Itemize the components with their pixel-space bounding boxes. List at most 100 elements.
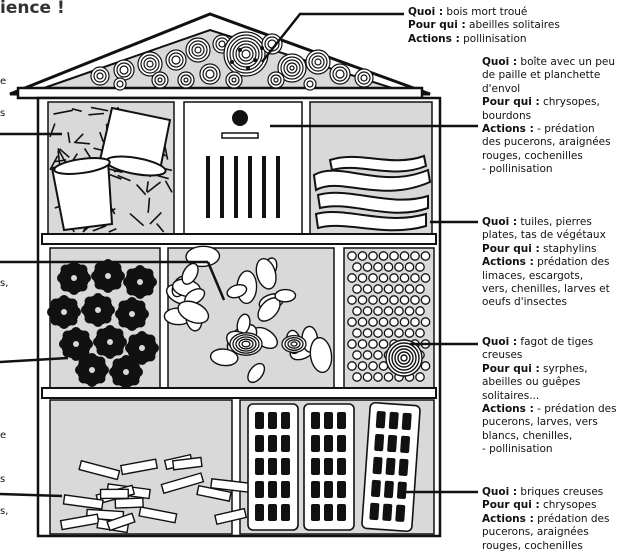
annotation-tiles: Quoi : tuiles, pierresplates, tas de vég… bbox=[482, 216, 610, 310]
annotation-text: boîte avec un peu bbox=[517, 56, 615, 68]
annotation-line: Pour qui : syrphes, bbox=[482, 363, 617, 376]
annotation-text: prédation des bbox=[534, 513, 610, 525]
stem-end bbox=[395, 263, 403, 271]
annotation-line: rouges, cochenilles bbox=[482, 540, 609, 553]
annotation-line: Quoi : boîte avec un peu bbox=[482, 56, 615, 69]
brick-hole bbox=[311, 458, 320, 475]
annotation-bricks: Quoi : briques creusesPour qui : chrysop… bbox=[482, 486, 609, 553]
pinecone bbox=[81, 293, 115, 327]
annotation-key: Pour qui : bbox=[482, 363, 540, 375]
log-slice bbox=[386, 340, 422, 376]
stem-end bbox=[348, 362, 356, 370]
stem-end bbox=[353, 351, 361, 359]
brick-hole bbox=[255, 504, 264, 521]
annotation-key: Quoi : bbox=[482, 486, 517, 498]
brick-hole bbox=[337, 504, 346, 521]
brick-hole bbox=[395, 504, 405, 522]
annotation-text: bois mort troué bbox=[443, 6, 527, 18]
stem-end bbox=[405, 307, 413, 315]
stem-end bbox=[421, 252, 429, 260]
annotation-text: blancs, chenilles, bbox=[482, 430, 572, 442]
brick-hole bbox=[281, 412, 290, 429]
annotation-key: Pour qui : bbox=[482, 243, 540, 255]
stem-end bbox=[348, 274, 356, 282]
brick-hole bbox=[311, 435, 320, 452]
brick-hole bbox=[281, 458, 290, 475]
annotation-key: Actions : bbox=[482, 123, 534, 135]
brick-hole bbox=[311, 504, 320, 521]
annotation-line: Actions : prédation des bbox=[482, 513, 609, 526]
stem-end bbox=[384, 285, 392, 293]
shelf-1 bbox=[42, 234, 436, 244]
stem-end bbox=[416, 373, 424, 381]
annotation-line: Actions : pollinisation bbox=[408, 33, 560, 46]
stem-end bbox=[411, 274, 419, 282]
annotation-text: abeilles ou guêpes bbox=[482, 376, 580, 388]
brick bbox=[362, 402, 421, 531]
stem-end bbox=[374, 351, 382, 359]
stem-end bbox=[353, 373, 361, 381]
brick-hole bbox=[402, 413, 412, 431]
annotation-text: - prédation bbox=[534, 123, 595, 135]
stem-end bbox=[348, 318, 356, 326]
annotation-text: limaces, escargots, bbox=[482, 270, 583, 282]
leaf bbox=[275, 289, 296, 302]
wood-chip bbox=[115, 498, 143, 508]
brick-hole bbox=[324, 458, 333, 475]
stem-end bbox=[384, 307, 392, 315]
brick-hole bbox=[255, 481, 264, 498]
pinecone bbox=[115, 297, 149, 331]
annotation-line: des pucerons, araignées bbox=[482, 136, 615, 149]
stem-end bbox=[348, 252, 356, 260]
log-slice bbox=[282, 336, 306, 353]
stem-end bbox=[358, 274, 366, 282]
annotation-text: staphylins bbox=[540, 243, 597, 255]
annotation-line: Pour qui : abeilles solitaires bbox=[408, 19, 560, 32]
annotation-key: Pour qui : bbox=[482, 499, 540, 511]
stem-end bbox=[363, 263, 371, 271]
edge-fragment: e bbox=[0, 76, 6, 88]
annotation-key: Quoi : bbox=[482, 216, 517, 228]
annotation-text: vers, chenilles, larves et bbox=[482, 283, 610, 295]
annotation-key: Actions : bbox=[482, 403, 534, 415]
pinecone bbox=[123, 265, 157, 299]
brick-hole bbox=[268, 435, 277, 452]
slot bbox=[234, 156, 238, 218]
annotation-text: chrysopes bbox=[540, 499, 597, 511]
stem-end bbox=[379, 274, 387, 282]
pinecone bbox=[93, 325, 127, 359]
stem-end bbox=[358, 362, 366, 370]
stem-end bbox=[379, 296, 387, 304]
stem-end bbox=[390, 274, 398, 282]
stem-end bbox=[353, 329, 361, 337]
partial-heading: ience ! bbox=[0, 0, 65, 18]
log-end bbox=[330, 64, 350, 84]
annotation-box: Quoi : boîte avec un peude paille et pla… bbox=[482, 56, 615, 177]
stem-end bbox=[395, 285, 403, 293]
brick-hole bbox=[387, 435, 397, 453]
log-end bbox=[355, 69, 373, 87]
annotation-text: bourdons bbox=[482, 110, 531, 122]
stem-end bbox=[421, 362, 429, 370]
annotation-line: rouges, cochenilles bbox=[482, 150, 615, 163]
annotation-line: Quoi : fagot de tiges bbox=[482, 336, 617, 349]
annotation-text: des pucerons, araignées bbox=[482, 136, 611, 148]
pinecone bbox=[47, 295, 81, 329]
brick-hole bbox=[281, 504, 290, 521]
brick-hole bbox=[398, 459, 408, 477]
log-end bbox=[152, 72, 168, 88]
annotation-text: creuses bbox=[482, 349, 522, 361]
annotation-text: prédation des bbox=[534, 256, 610, 268]
stem-end bbox=[400, 252, 408, 260]
annotation-key: Actions : bbox=[482, 513, 534, 525]
brick-hole bbox=[400, 436, 410, 454]
annotation-line: Pour qui : staphylins bbox=[482, 243, 610, 256]
brick bbox=[304, 404, 354, 530]
annotation-line: Actions : prédation des bbox=[482, 256, 610, 269]
stem-end bbox=[379, 252, 387, 260]
brick-hole bbox=[384, 481, 394, 499]
stem-end bbox=[416, 285, 424, 293]
stem-end bbox=[416, 307, 424, 315]
annotation-line: Pour qui : chrysopes bbox=[482, 499, 609, 512]
slot bbox=[206, 156, 210, 218]
